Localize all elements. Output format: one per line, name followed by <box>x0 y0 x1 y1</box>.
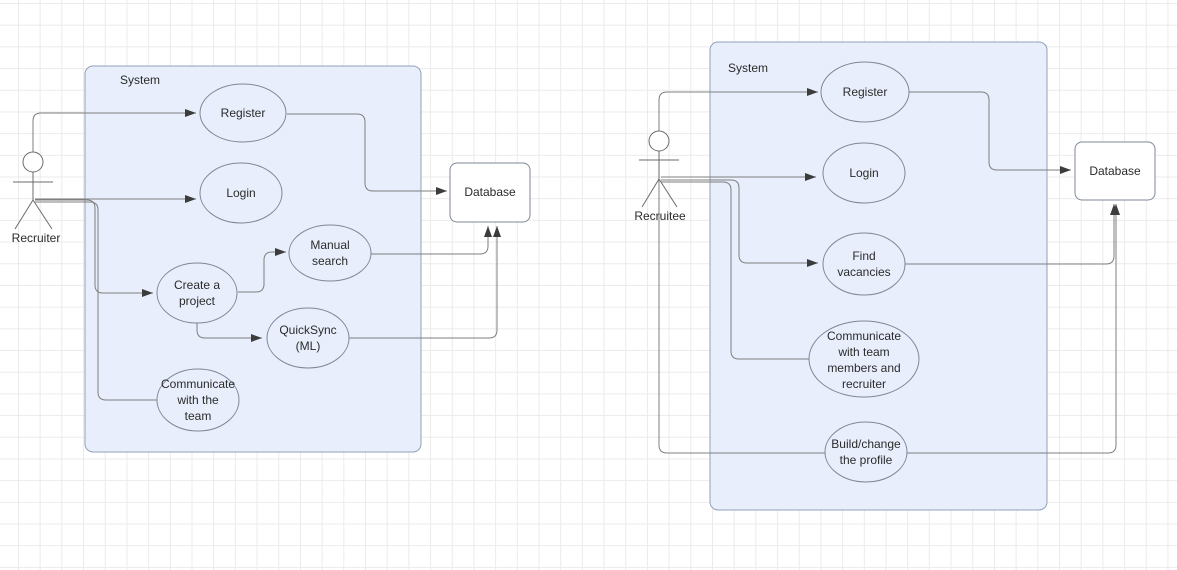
edge-recruitee-communicate[interactable] <box>661 181 810 360</box>
usecase-login-right[interactable] <box>822 142 906 204</box>
edge-build-profile-database[interactable] <box>907 204 1120 454</box>
usecase-communicate-team[interactable] <box>156 368 240 432</box>
usecase-quicksync[interactable] <box>266 307 350 369</box>
actor-recruitee-head <box>648 130 670 152</box>
edge-register-database-left[interactable] <box>287 113 447 195</box>
actor-recruitee[interactable] <box>639 130 679 208</box>
database-box-left[interactable] <box>449 162 531 223</box>
edge-recruitee-register[interactable] <box>658 88 818 131</box>
database-box-right[interactable] <box>1074 141 1156 201</box>
usecase-register-right[interactable] <box>820 61 910 123</box>
edge-create-manual-search[interactable] <box>238 248 286 293</box>
edge-recruiter-communicate[interactable] <box>35 201 157 401</box>
edge-find-vacancies-database[interactable] <box>905 204 1118 265</box>
usecase-create-project[interactable] <box>156 262 238 324</box>
usecase-register-left[interactable] <box>199 83 287 143</box>
edge-manual-search-database[interactable] <box>371 226 492 255</box>
usecase-login-left[interactable] <box>199 162 283 224</box>
edge-recruitee-build-profile[interactable] <box>658 179 825 454</box>
actor-recruiter-body <box>13 172 53 230</box>
usecase-manual-search[interactable] <box>288 224 372 282</box>
edge-quicksync-database[interactable] <box>349 226 501 339</box>
usecase-communicate-members[interactable] <box>808 320 920 398</box>
actor-recruiter[interactable] <box>13 151 53 230</box>
edge-recruiter-create-project[interactable] <box>35 199 153 297</box>
usecase-find-vacancies[interactable] <box>822 232 906 296</box>
usecase-build-profile[interactable] <box>824 421 908 483</box>
edge-register-database-right[interactable] <box>909 91 1071 174</box>
actor-recruitee-body <box>639 151 679 208</box>
edge-recruitee-find-vacancies[interactable] <box>661 179 818 267</box>
actor-recruiter-head <box>22 151 44 173</box>
edge-recruiter-register[interactable] <box>32 109 196 152</box>
edge-create-quicksync[interactable] <box>196 323 262 342</box>
